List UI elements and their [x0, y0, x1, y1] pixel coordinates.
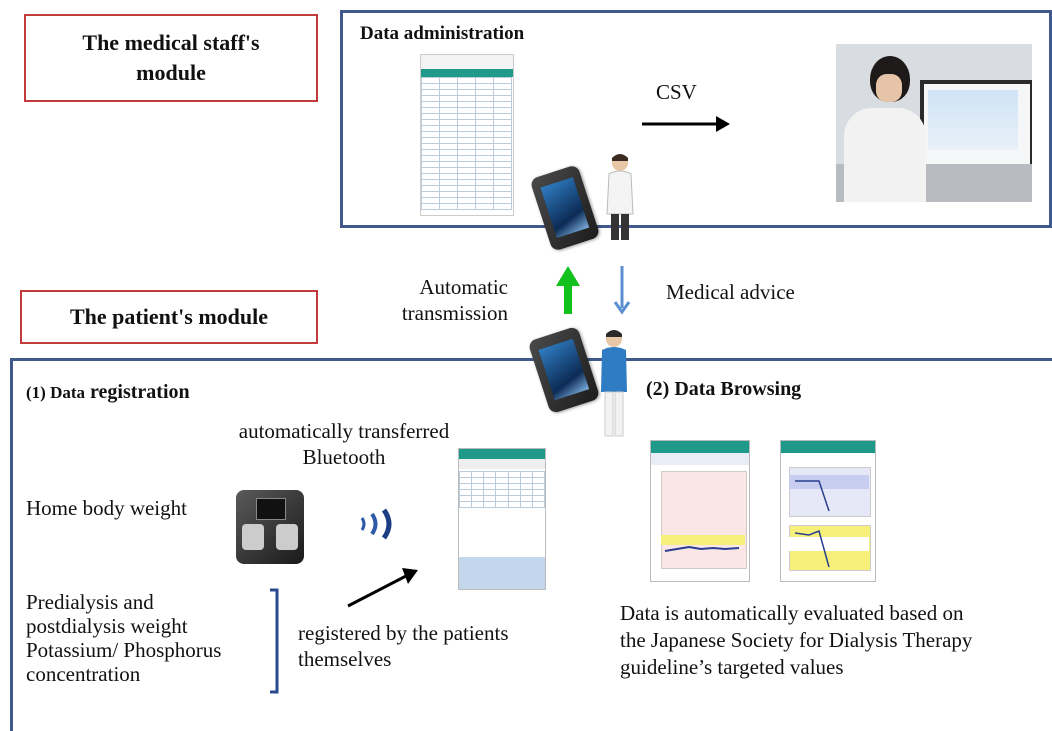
- bluetooth-signal-icon: [360, 508, 392, 540]
- data-administration-panel: [340, 10, 1052, 228]
- patient-module-title-box: The patient's module: [20, 290, 318, 344]
- automatic-transmission-label: Automatic transmission: [401, 275, 508, 325]
- manual-item: Predialysis and: [26, 590, 154, 614]
- csv-arrow: [642, 116, 730, 132]
- data-browsing-heading: (2) Data Browsing: [646, 378, 802, 400]
- weight-chart-thumbnail: [650, 440, 750, 582]
- body-scale-icon: [236, 490, 304, 564]
- auto-transfer-label: automatically transferred Bluetooth: [238, 419, 450, 469]
- medical-advice-label: Medical advice: [666, 280, 795, 304]
- evaluation-line: Data is automatically evaluated based on: [620, 601, 964, 625]
- data-registration-heading: (1) Data registration: [26, 380, 190, 405]
- automatic-transmission-arrow: [556, 266, 580, 314]
- doctor-icon: [606, 154, 634, 240]
- evaluation-line: the Japanese Society for Dialysis Therap…: [620, 628, 973, 652]
- staff-module-title: The medical staff's module: [82, 30, 260, 85]
- weight-trend-line: [664, 545, 740, 552]
- data-registration-prefix: (1) Data: [26, 383, 86, 402]
- registered-by-patients-label: registered by the patients themselves: [298, 621, 509, 671]
- evaluation-text: Data is automatically evaluated based on…: [620, 600, 1050, 681]
- data-table-thumbnail: [420, 54, 514, 216]
- lab-trend-lines: [794, 480, 830, 568]
- data-administration-label: Data administration: [360, 23, 525, 44]
- computer-user-photo: [836, 44, 1032, 202]
- manual-item: postdialysis weight: [26, 614, 188, 638]
- manual-item: concentration: [26, 662, 141, 686]
- patient-icon: [601, 330, 627, 437]
- evaluation-line: guideline’s targeted values: [620, 655, 844, 679]
- calendar-screen-thumbnail: [458, 448, 546, 590]
- registration-arrow: [347, 568, 418, 608]
- lab-chart-thumbnail: [780, 440, 876, 582]
- staff-module-title-box: The medical staff's module: [24, 14, 318, 102]
- medical-advice-arrow: [613, 266, 631, 315]
- patient-module-title: The patient's module: [69, 304, 269, 329]
- bracket: [270, 588, 279, 694]
- manual-item: Potassium/ Phosphorus: [26, 638, 222, 662]
- home-body-weight-label: Home body weight: [26, 496, 187, 520]
- csv-label: CSV: [656, 80, 697, 104]
- data-registration-word: registration: [90, 381, 190, 403]
- patient-module-panel: [10, 358, 1052, 731]
- manual-items-list: Predialysis and postdialysis weight Pota…: [26, 590, 221, 686]
